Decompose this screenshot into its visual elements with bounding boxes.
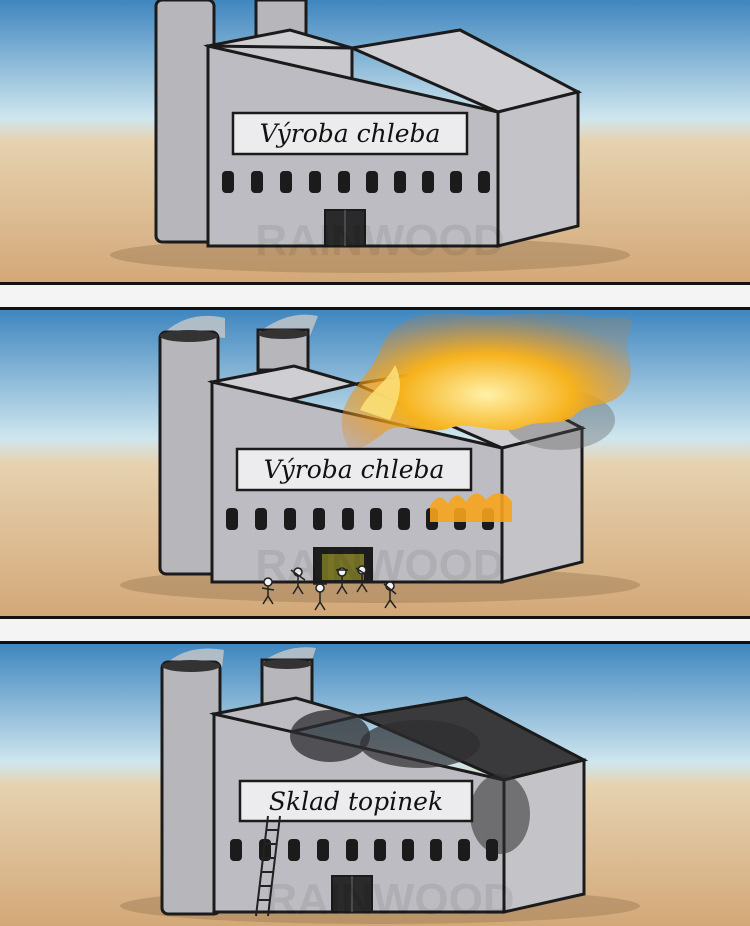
chimney xyxy=(160,658,314,916)
fire-flames xyxy=(360,365,400,420)
building-side xyxy=(496,90,580,248)
sign-text: Výroba chleba xyxy=(264,455,445,484)
sign-text: Výroba chleba xyxy=(260,119,441,148)
sign-text: Sklad topinek xyxy=(269,787,443,816)
soot-stain xyxy=(470,774,530,854)
watermark: RAINWOOD xyxy=(255,541,504,590)
window-row xyxy=(230,839,498,861)
watermark: RAINWOOD xyxy=(265,875,514,924)
factory-sign xyxy=(231,111,469,156)
soot-stain xyxy=(360,720,480,768)
panel-divider xyxy=(0,616,750,644)
window-row xyxy=(222,171,490,193)
panel-3-art: Sklad topinek xyxy=(0,644,750,926)
panel-1-art: Výroba chleba RAINWOOD xyxy=(0,0,750,282)
soot-stain xyxy=(290,710,370,762)
chimney xyxy=(158,328,310,576)
panel-1-bread-factory: Výroba chleba RAINWOOD xyxy=(0,0,750,282)
panel-divider xyxy=(0,282,750,310)
factory-sign xyxy=(235,447,473,492)
warehouse-sign xyxy=(238,779,474,823)
fire-flames xyxy=(341,313,632,450)
building-side xyxy=(500,426,584,584)
window-fire xyxy=(430,492,512,522)
panel-3-toast-warehouse: Sklad topinek xyxy=(0,644,750,926)
panel-2-art: Výroba chleba xyxy=(0,310,750,616)
ladder xyxy=(255,815,281,917)
fleeing-workers xyxy=(261,565,397,611)
watermark: RAINWOOD xyxy=(255,216,504,265)
panel-2-factory-on-fire: Výroba chleba xyxy=(0,310,750,616)
